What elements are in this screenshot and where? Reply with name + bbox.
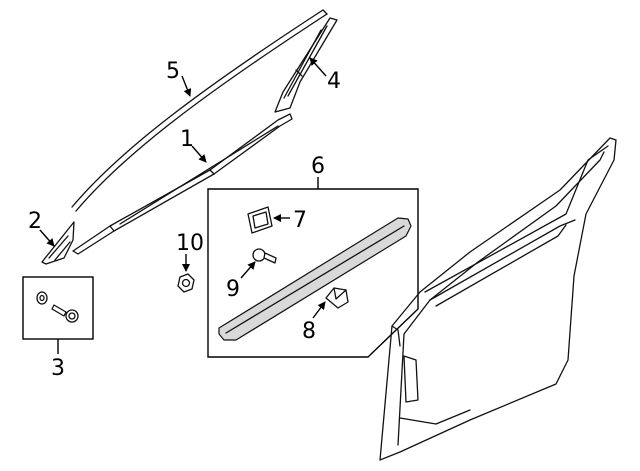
- belt-molding-part: [72, 113, 293, 255]
- leader-2: [39, 229, 55, 247]
- leader-5: [181, 75, 192, 97]
- front-trim-part: [41, 221, 75, 265]
- upper-molding-part: [71, 9, 328, 212]
- molding-kit-box-6: [207, 188, 419, 358]
- nut-part: [177, 273, 195, 293]
- callout-1: 1: [180, 127, 194, 152]
- leader-lines: [39, 57, 327, 354]
- callout-5: 5: [166, 59, 180, 84]
- door-shell-part: [379, 137, 617, 461]
- leader-1: [191, 145, 207, 163]
- callout-7: 7: [293, 208, 307, 233]
- callout-10: 10: [176, 231, 204, 256]
- callout-labels: 5 4 1 2 3 6 7 9 8 10: [28, 59, 341, 381]
- callout-2: 2: [28, 209, 42, 234]
- callout-6: 6: [311, 154, 325, 179]
- leader-9: [240, 261, 256, 279]
- callout-8: 8: [302, 319, 316, 344]
- callout-3: 3: [51, 356, 65, 381]
- callout-4: 4: [327, 69, 341, 94]
- leader-8: [312, 301, 326, 319]
- pillar-applique-part: [274, 17, 338, 113]
- callout-9: 9: [226, 277, 240, 302]
- leader-4: [309, 57, 327, 77]
- fastener-box-3: [22, 276, 94, 340]
